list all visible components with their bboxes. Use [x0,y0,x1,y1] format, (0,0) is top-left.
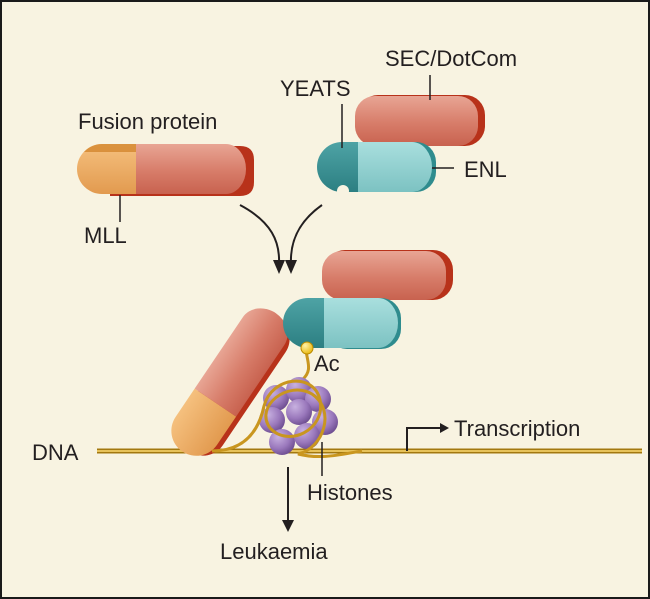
fusion-protein-bound [171,308,290,456]
enl-label: ENL [464,157,507,182]
label-leaders [119,75,454,476]
yeats-label: YEATS [280,76,351,101]
acetyl-label: Ac [314,351,340,376]
dna-wrap [211,379,363,459]
transcription-label: Transcription [454,416,580,441]
enl-bound [283,298,401,349]
sec-dotcom-label: SEC/DotCom [385,46,517,71]
transcription-arrow [406,423,449,451]
histone-tail [300,341,314,382]
fusion-protein-label: Fusion protein [78,109,217,134]
fusion-protein-top [77,144,254,196]
enl-top [317,142,436,197]
sec-dotcom-bound [322,250,453,300]
dna-label: DNA [32,440,79,465]
leukaemia-arrow [282,467,294,532]
leukaemia-label: Leukaemia [220,539,328,564]
histones-label: Histones [307,480,393,505]
mll-label: MLL [84,223,127,248]
sec-dotcom-top [355,95,485,146]
converging-arrows [239,204,323,274]
